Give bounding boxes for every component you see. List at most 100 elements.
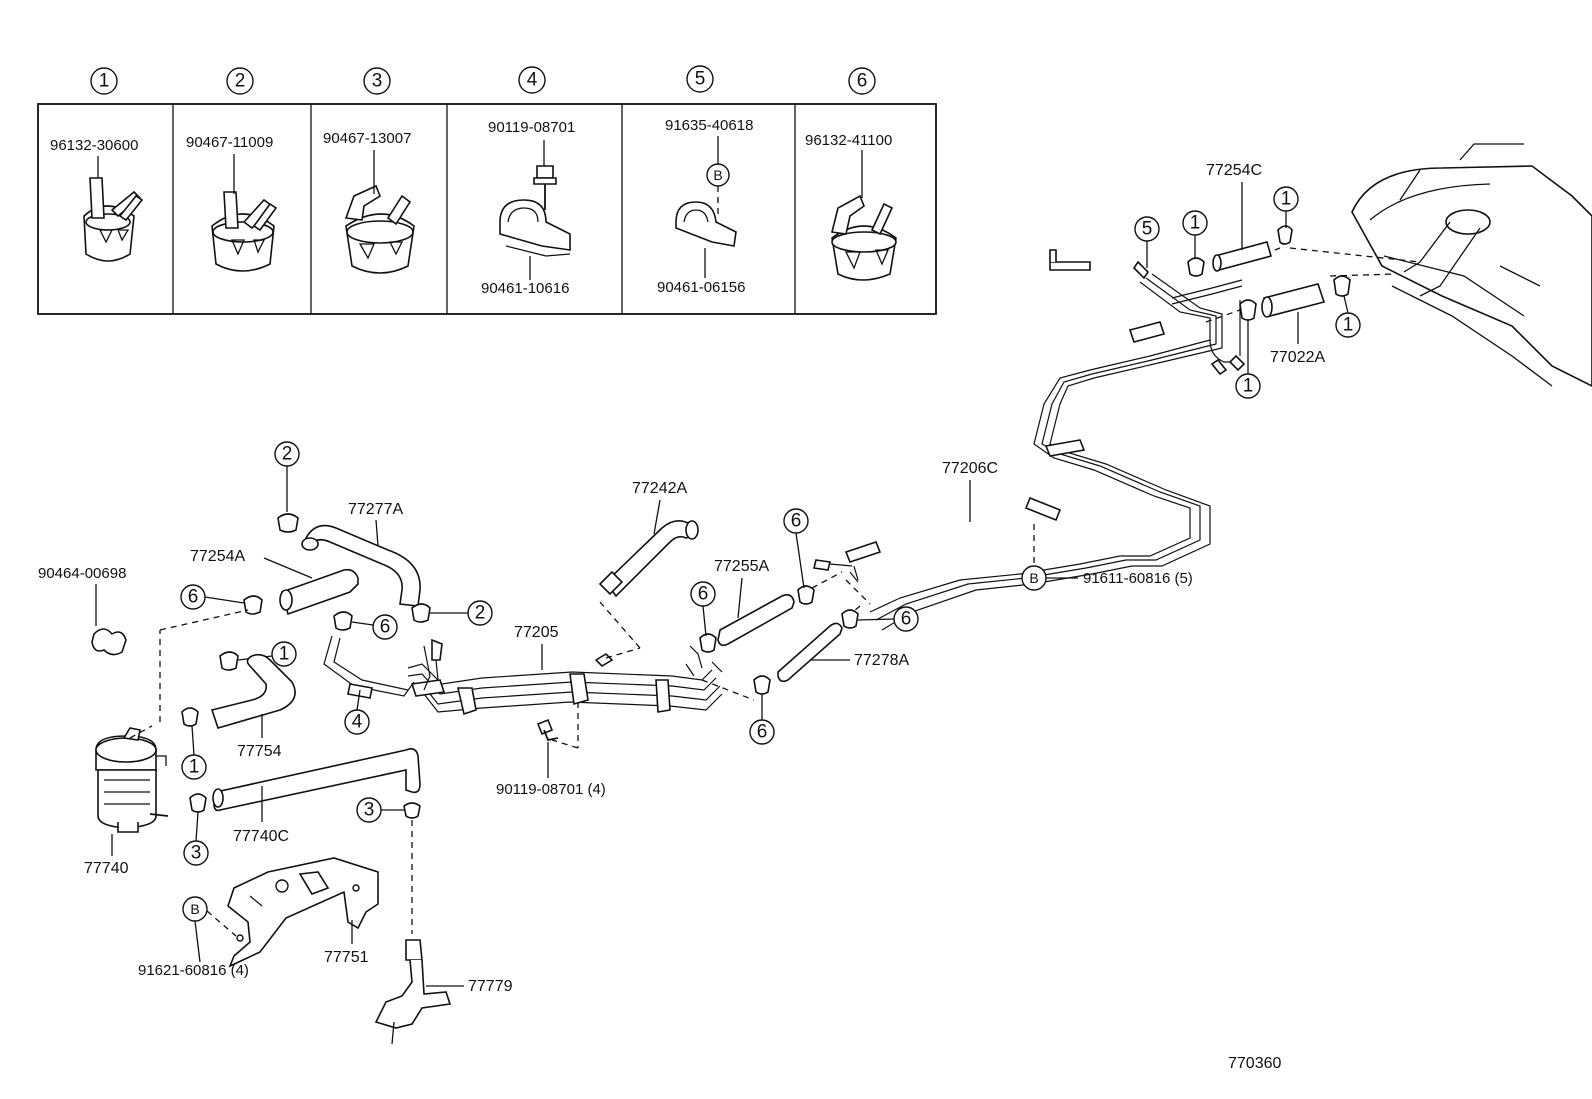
label-91611: 91611-60816 (5) bbox=[1083, 570, 1193, 587]
callout-2-b: 2 bbox=[430, 600, 493, 626]
legend-table: 1 2 3 4 5 6 96132-30600 90467-11009 9046… bbox=[37, 65, 937, 315]
svg-text:4: 4 bbox=[527, 70, 538, 91]
legend-bottom-4: 90461-10616 bbox=[481, 280, 569, 297]
clamp-type-1-icon bbox=[83, 177, 144, 262]
pipe-fitting-77779-icon bbox=[374, 939, 452, 1045]
svg-text:2: 2 bbox=[282, 444, 293, 465]
svg-text:1: 1 bbox=[99, 71, 110, 92]
svg-text:6: 6 bbox=[757, 722, 768, 743]
legend-part-3: 90467-13007 bbox=[323, 130, 411, 147]
svg-text:1: 1 bbox=[189, 757, 200, 778]
callout-2-a: 2 bbox=[274, 441, 300, 512]
svg-text:1: 1 bbox=[1343, 315, 1354, 336]
label-77206c: 77206C bbox=[942, 460, 998, 477]
legend-header-2: 2 bbox=[226, 67, 254, 95]
callout-b-91621: B bbox=[182, 896, 237, 963]
hose-77254a-icon bbox=[279, 568, 359, 616]
callout-6-b: 6 bbox=[351, 614, 398, 640]
svg-text:3: 3 bbox=[364, 800, 375, 821]
hose-77242a-icon bbox=[598, 520, 699, 598]
clamp-type-2-icon bbox=[211, 191, 278, 272]
callout-6-d: 6 bbox=[690, 581, 716, 637]
legend-header-6: 6 bbox=[848, 67, 876, 95]
hose-77255a-icon bbox=[717, 594, 795, 647]
label-77242a: 77242A bbox=[632, 480, 687, 497]
bolt-icon bbox=[536, 718, 559, 742]
label-77751: 77751 bbox=[324, 949, 369, 966]
callout-1-mid-b: 1 bbox=[181, 725, 207, 780]
callout-6-f: 6 bbox=[749, 694, 775, 745]
svg-text:4: 4 bbox=[352, 712, 363, 733]
fuel-filter-icon bbox=[95, 727, 169, 833]
hose-77277a-icon bbox=[301, 524, 421, 607]
svg-text:6: 6 bbox=[380, 617, 391, 638]
legend-part-5: 91635-40618 bbox=[665, 117, 753, 134]
svg-text:5: 5 bbox=[695, 69, 706, 90]
hose-77740c-icon bbox=[212, 748, 421, 812]
label-77779: 77779 bbox=[468, 978, 513, 995]
fuel-pipe-assembly-lower bbox=[323, 559, 871, 749]
label-91621: 91621-60816 (4) bbox=[138, 962, 249, 979]
leader-line bbox=[737, 577, 743, 619]
label-90464: 90464-00698 bbox=[38, 565, 126, 582]
leader-line bbox=[263, 557, 313, 579]
grommet-icon bbox=[91, 628, 127, 656]
clamp-icon bbox=[181, 513, 859, 819]
clip-with-bolt-icon bbox=[499, 140, 571, 257]
clamp-type-6-icon bbox=[831, 150, 897, 281]
svg-text:1: 1 bbox=[1243, 376, 1254, 397]
callout-6-c: 6 bbox=[783, 508, 809, 589]
svg-text:B: B bbox=[1029, 570, 1038, 586]
label-77740: 77740 bbox=[84, 860, 129, 877]
svg-text:6: 6 bbox=[188, 587, 199, 608]
legend-header-3: 3 bbox=[363, 67, 391, 95]
label-77022a: 77022A bbox=[1270, 349, 1325, 366]
legend-header-1: 1 bbox=[90, 67, 118, 95]
svg-text:5: 5 bbox=[1142, 219, 1153, 240]
label-77278a: 77278A bbox=[854, 652, 909, 669]
hose-77022a-icon bbox=[1261, 283, 1326, 318]
clip-with-bolt-b-icon: B bbox=[675, 136, 737, 278]
legend-part-2: 90467-11009 bbox=[186, 134, 273, 151]
legend-header-5: 5 bbox=[686, 65, 714, 93]
hose-77278a-icon bbox=[777, 622, 843, 683]
dashed-line bbox=[129, 725, 153, 739]
callout-5-upper: 5 bbox=[1134, 216, 1160, 268]
svg-text:B: B bbox=[713, 167, 722, 183]
svg-text:1: 1 bbox=[1190, 213, 1201, 234]
svg-text:6: 6 bbox=[791, 511, 802, 532]
svg-text:1: 1 bbox=[279, 644, 290, 665]
svg-text:6: 6 bbox=[698, 584, 709, 605]
callout-1-upper-a: 1 bbox=[1182, 210, 1208, 258]
label-77740c: 77740C bbox=[233, 828, 289, 845]
callout-1-upper-d: 1 bbox=[1235, 320, 1261, 399]
callout-4: 4 bbox=[344, 689, 370, 735]
leader-line bbox=[375, 519, 379, 547]
label-77254a: 77254A bbox=[190, 548, 245, 565]
label-77254c: 77254C bbox=[1206, 162, 1262, 179]
svg-text:B: B bbox=[190, 901, 199, 917]
label-77754: 77754 bbox=[237, 743, 282, 760]
legend-part-4: 90119-08701 bbox=[488, 119, 575, 136]
legend-part-6: 96132-41100 bbox=[805, 132, 892, 149]
callout-6-a: 6 bbox=[180, 584, 245, 610]
callout-1-upper-b: 1 bbox=[1273, 186, 1299, 228]
svg-text:6: 6 bbox=[901, 609, 912, 630]
svg-text:6: 6 bbox=[857, 71, 868, 92]
hose-77254c-icon bbox=[1212, 241, 1272, 272]
leader-line bbox=[653, 499, 661, 535]
svg-text:2: 2 bbox=[235, 71, 246, 92]
dashed-line bbox=[159, 609, 249, 631]
hose-77754-icon bbox=[210, 653, 296, 729]
svg-text:1: 1 bbox=[1281, 189, 1292, 210]
callout-3-a: 3 bbox=[183, 811, 209, 866]
diagram-id: 770360 bbox=[1228, 1055, 1281, 1072]
callout-b-91611: B 91611-60816 (5) bbox=[1021, 524, 1193, 591]
label-90119-bolt: 90119-08701 (4) bbox=[496, 781, 606, 798]
legend-bottom-5: 90461-06156 bbox=[657, 279, 745, 296]
legend-header-4: 4 bbox=[518, 66, 546, 94]
fuel-tank-icon bbox=[1351, 143, 1592, 387]
clamp-type-3-icon bbox=[344, 184, 415, 274]
callout-3-b: 3 bbox=[356, 797, 404, 823]
